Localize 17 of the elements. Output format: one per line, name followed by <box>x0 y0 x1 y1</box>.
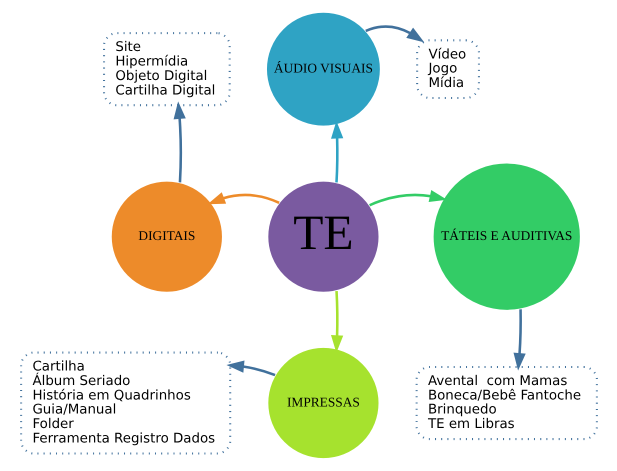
node-circle: TÁTEIS E AUDITIVAS <box>432 162 580 311</box>
node-box: Site Hipermídia Objeto Digital Cartilha Digital <box>102 32 230 106</box>
node-box: Avental com Mamas Boneca/Bebê Fantoche Brinquedo TE em Libras <box>415 366 598 440</box>
node-box: Cartilha Álbum Seriado História em Quadrinhos Guia/Manual Folder Ferramenta Registro Dados <box>20 352 231 455</box>
node-circle: TE <box>266 180 380 293</box>
arrow <box>330 290 343 353</box>
arrow <box>226 360 276 376</box>
arrow <box>173 101 186 182</box>
node-circle: IMPRESSAS <box>266 346 380 460</box>
node-box: Vídeo Jogo Mídia <box>416 39 480 100</box>
arrow <box>368 190 447 206</box>
arrow <box>513 309 526 371</box>
arrow <box>364 25 424 42</box>
node-circle: DIGITAIS <box>110 180 222 293</box>
arrow <box>330 120 343 183</box>
node-circle: ÁUDIO VISUAIS <box>265 12 380 127</box>
arrow <box>207 192 280 204</box>
